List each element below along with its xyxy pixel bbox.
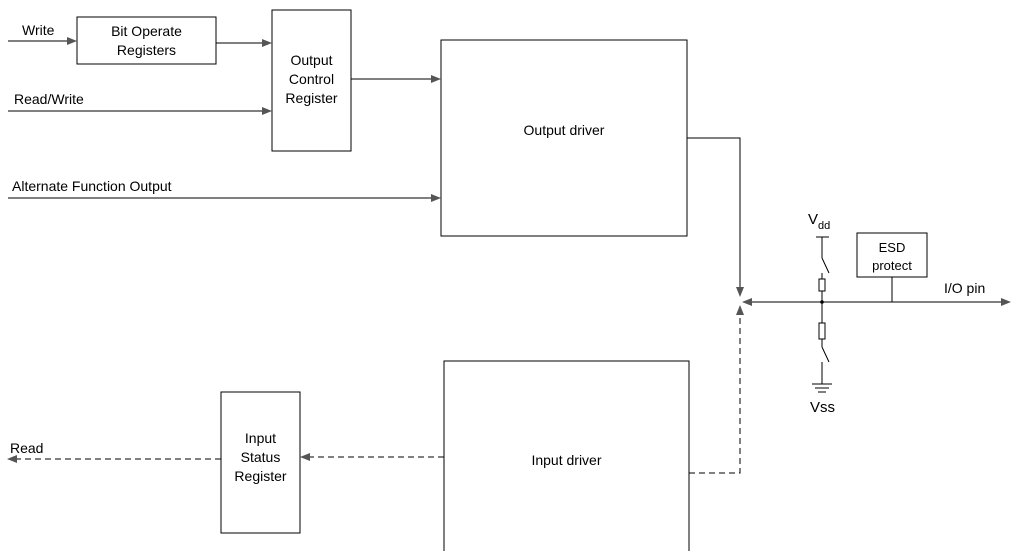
input-driver-label: Input driver — [531, 452, 601, 468]
pin-to-input-driver-dashed-line — [689, 305, 744, 474]
vdd-label: Vdd — [808, 211, 830, 232]
input-status-register-block: Input Status Register — [220, 391, 301, 534]
write-label: Write — [22, 22, 55, 38]
vss-label: Vss — [810, 399, 835, 416]
read-write-label: Read/Write — [14, 91, 84, 107]
pull-down-resistor — [818, 322, 826, 340]
output-control-label-line2: Control — [289, 71, 334, 87]
read-write-signal: Read/Write — [8, 91, 272, 115]
input-driver-block: Input driver — [443, 360, 690, 551]
read-label: Read — [10, 440, 43, 456]
pull-down-switch — [821, 346, 830, 363]
read-signal: Read — [7, 440, 221, 463]
output-driver-block: Output driver — [440, 39, 688, 237]
bit-operate-label-line1: Bit Operate — [111, 23, 182, 39]
io-pin-bus: I/O pin — [742, 280, 1011, 306]
output-control-register-block: Output Control Register — [271, 9, 352, 152]
input-status-label-line1: Input — [245, 430, 276, 446]
esd-protect-block: ESD protect — [856, 232, 928, 278]
esd-label-line2: protect — [872, 258, 912, 273]
output-driver-to-pin-line — [687, 137, 744, 297]
input-status-label-line2: Status — [241, 449, 281, 465]
esd-label-line1: ESD — [879, 240, 906, 255]
output-control-label-line3: Register — [285, 90, 337, 106]
bit-operate-registers-block: Bit Operate Registers — [76, 16, 217, 65]
alt-function-output-label: Alternate Function Output — [12, 178, 172, 194]
vdd-supply: Vdd — [808, 211, 830, 258]
vdd-base: V — [808, 211, 818, 228]
pull-up-switch — [821, 257, 830, 274]
bit-operate-label-line2: Registers — [117, 42, 176, 58]
output-control-label-line1: Output — [290, 52, 332, 68]
input-status-label-line3: Register — [234, 468, 286, 484]
pull-up-resistor — [818, 278, 826, 292]
io-pin-label: I/O pin — [944, 280, 985, 296]
vdd-subscript: dd — [818, 220, 830, 232]
ground-icon — [812, 383, 832, 393]
alt-function-output-signal: Alternate Function Output — [8, 178, 441, 202]
write-signal: Write — [8, 22, 77, 45]
output-driver-label: Output driver — [524, 122, 605, 138]
